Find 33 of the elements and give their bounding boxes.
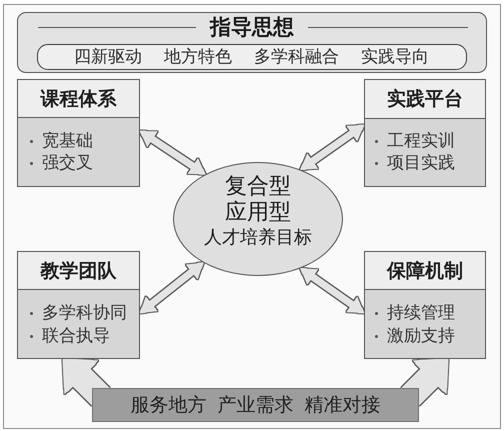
list-item: 项目实践 — [387, 152, 455, 174]
list-item: 宽基础 — [42, 130, 93, 152]
block-arrow — [401, 358, 449, 406]
category-box — [17, 79, 140, 187]
goal-text: 复合型应用型 — [224, 174, 292, 226]
box-title: 课程体系 — [40, 86, 116, 110]
category-box — [364, 79, 486, 187]
banner-bar — [92, 388, 419, 422]
keyword-text: 地方特色 — [164, 46, 232, 69]
keyword-text: 实践导向 — [361, 46, 429, 69]
list-item: 多学科协同 — [42, 302, 127, 324]
banner-text: 服务地方 产业需求 精准对接 — [130, 393, 381, 417]
block-arrow — [62, 358, 110, 406]
box-title: 教学团队 — [40, 258, 116, 282]
box-title: 实践平台 — [387, 87, 463, 111]
panel-title: 指导思想 — [210, 14, 294, 40]
double-arrow — [300, 124, 365, 170]
double-arrow — [139, 262, 204, 314]
double-arrow — [300, 268, 365, 314]
keyword-text: 多学科融合 — [254, 46, 339, 69]
keyword-bar — [37, 44, 467, 70]
list-item: 强交叉 — [42, 152, 93, 174]
list-item: 持续管理 — [387, 302, 455, 324]
list-item: 联合执导 — [42, 325, 110, 347]
title-panel — [17, 12, 487, 73]
category-box — [364, 251, 486, 359]
list-item: 工程实训 — [387, 130, 455, 152]
list-item: 激励支持 — [387, 325, 455, 347]
double-arrow — [139, 130, 206, 175]
keyword-text: 四新驱动 — [74, 46, 142, 69]
box-title: 保障机制 — [387, 258, 463, 282]
goal-subtitle: 人才培养目标 — [204, 227, 312, 249]
category-box — [17, 251, 140, 359]
